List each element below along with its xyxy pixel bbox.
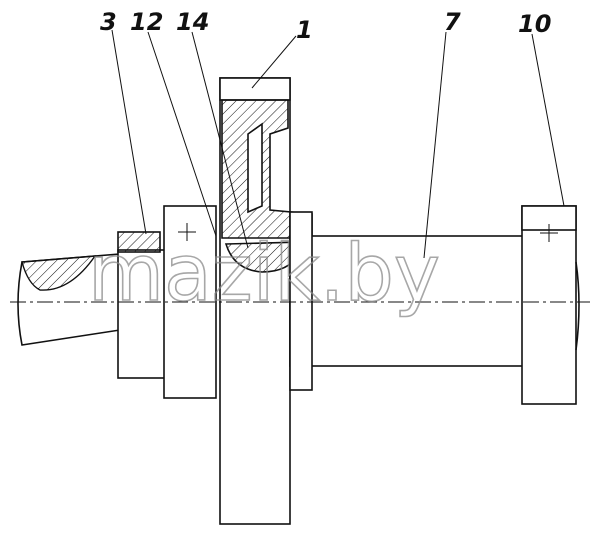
shaft-main <box>289 235 525 367</box>
leader-1 <box>251 35 297 89</box>
part-3-collar <box>117 231 161 253</box>
callout-1: 1 <box>296 16 313 44</box>
leader-3 <box>111 29 147 235</box>
callout-14: 14 <box>176 8 209 36</box>
leader-7 <box>423 31 447 259</box>
watermark: mazik.by <box>88 229 440 319</box>
callout-3: 3 <box>100 8 117 36</box>
callout-12: 12 <box>130 8 163 36</box>
callout-10: 10 <box>518 10 551 38</box>
leader-14 <box>191 31 249 249</box>
shaft-section <box>117 249 167 379</box>
callout-7: 7 <box>444 8 461 36</box>
gear-1-rim <box>219 77 291 101</box>
gear-1-web-section <box>221 99 313 239</box>
stub-section-hatch <box>21 255 97 291</box>
leader-12 <box>147 31 217 237</box>
leader-10 <box>531 33 565 207</box>
